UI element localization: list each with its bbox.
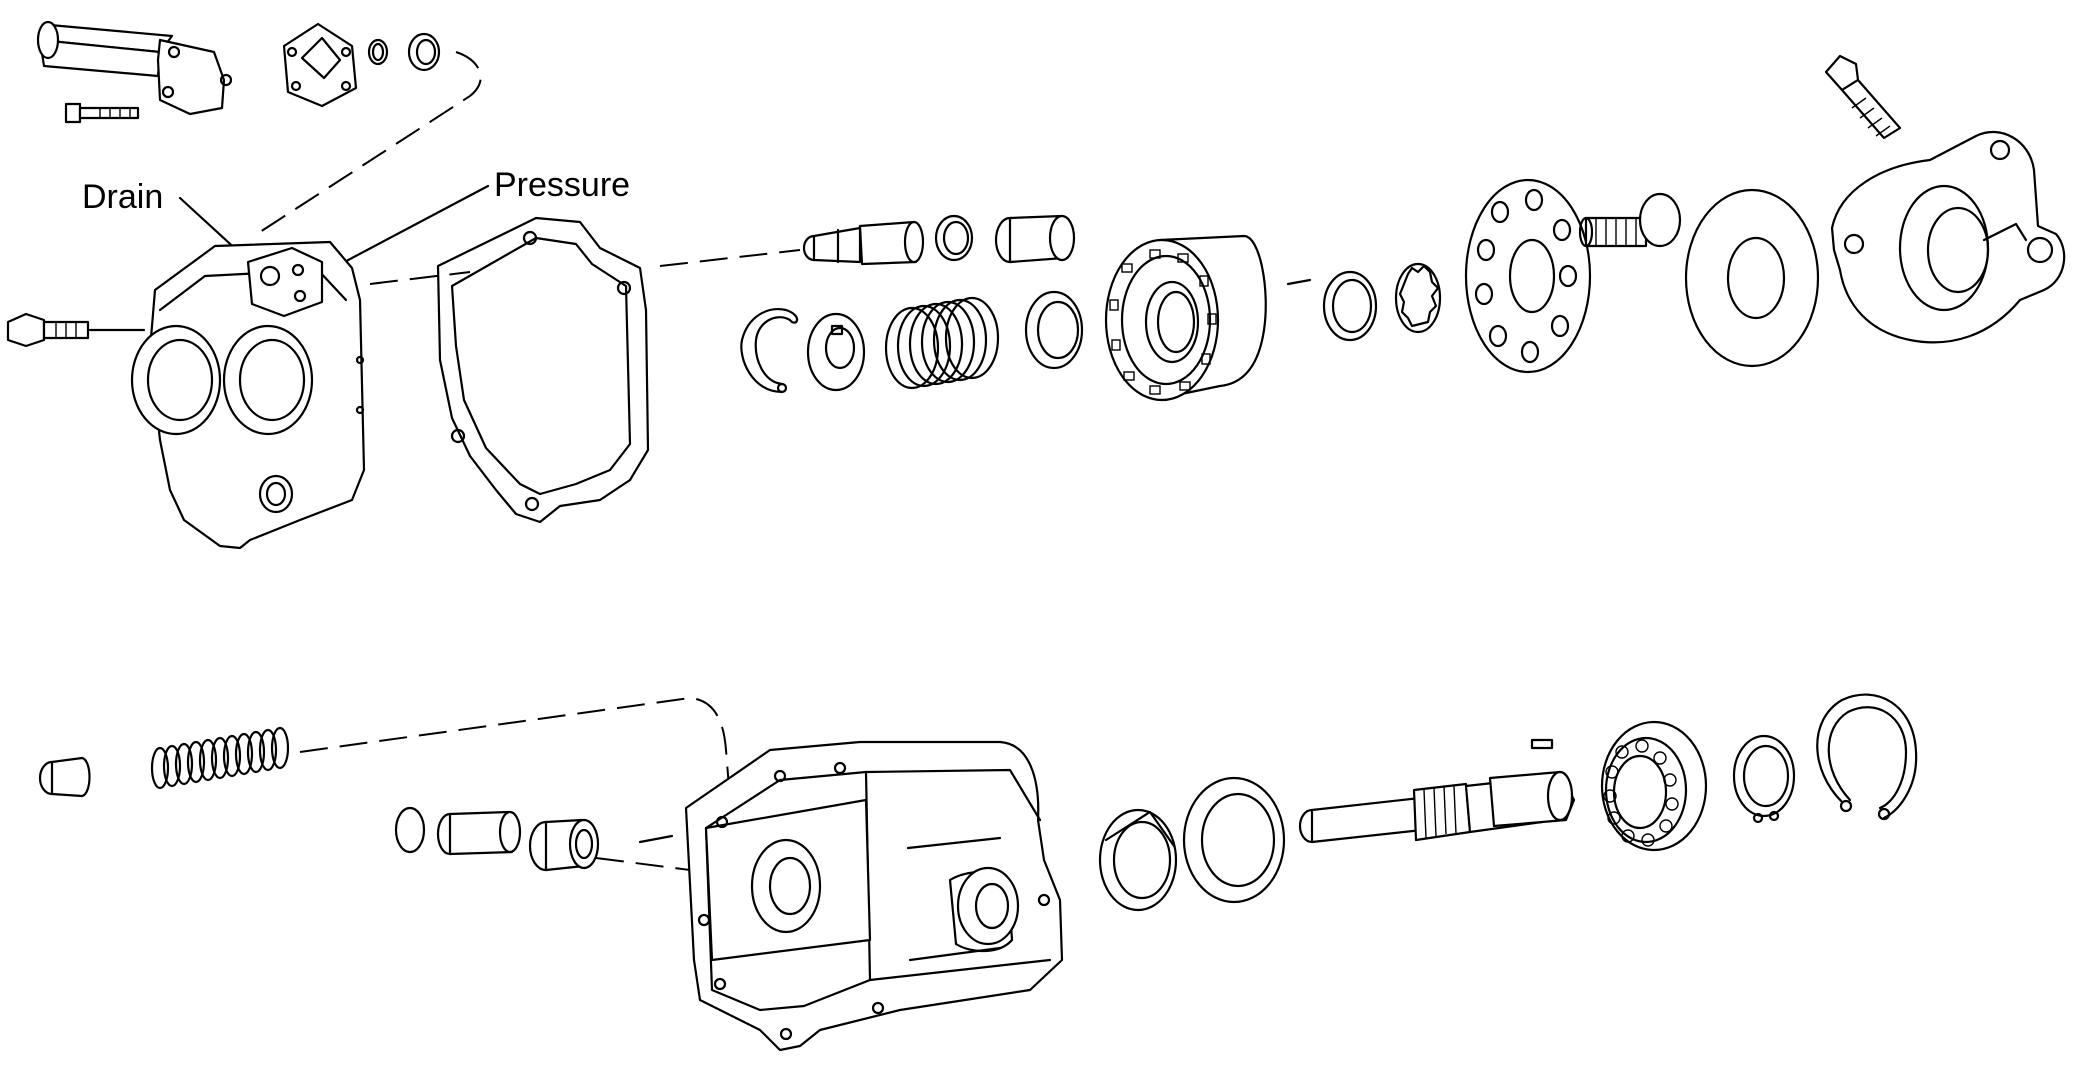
valve-spool [802, 220, 925, 266]
coil-spring-large [884, 296, 1000, 390]
bushing [994, 214, 1076, 264]
cylinder-barrel [1104, 234, 1267, 402]
bolt-small [64, 102, 140, 124]
pin-sleeve [436, 810, 522, 856]
drain-label: Drain [82, 178, 164, 216]
retaining-ring-large [1816, 693, 1918, 821]
pressure-label: Pressure [494, 166, 631, 204]
port-plate [1464, 178, 1592, 374]
shaft-seal [1098, 808, 1178, 912]
relief-valve-plug [38, 756, 91, 798]
pipe-fitting [36, 20, 233, 116]
keyed-washer [806, 312, 866, 392]
o-ring-small [367, 38, 389, 66]
flange-gasket [282, 22, 358, 108]
end-cap-housing [1830, 130, 2066, 344]
spring-seat [1024, 290, 1084, 370]
main-pump-housing [684, 740, 1064, 1052]
cover-gasket [436, 216, 650, 524]
plug-disc [394, 806, 426, 854]
drive-shaft [1298, 770, 1576, 844]
key [1530, 738, 1554, 750]
seal-ring-b [1322, 270, 1378, 342]
dowel-pin [638, 834, 674, 844]
bolt-threaded [1578, 192, 1682, 248]
cap-screw [1824, 54, 1902, 140]
snap-ring [740, 308, 799, 394]
coil-spring-long [150, 726, 290, 790]
washer-small [407, 32, 441, 72]
spline-gear-small [1394, 262, 1442, 334]
retaining-ring-small [1732, 734, 1796, 824]
pin-small [1286, 278, 1312, 286]
bolt-housing [6, 312, 146, 348]
needle-bearing [528, 818, 600, 872]
shim-washer [1182, 776, 1286, 904]
seal-ring-a [934, 214, 974, 262]
thrust-washer [1684, 188, 1820, 368]
ball-bearing [1600, 720, 1708, 852]
end-cover-housing [130, 240, 366, 550]
